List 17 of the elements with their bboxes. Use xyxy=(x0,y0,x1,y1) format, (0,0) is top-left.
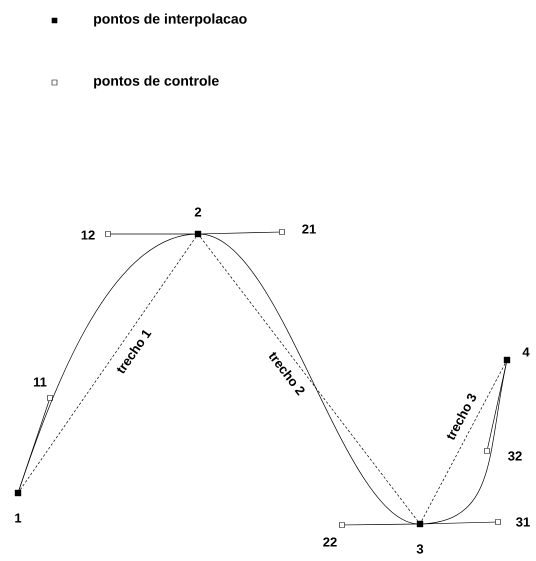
point-number: 12 xyxy=(82,230,95,240)
tangent-line xyxy=(487,362,507,449)
point-number: 2 xyxy=(194,207,202,217)
point-number: 11 xyxy=(34,378,46,386)
point-number: 1 xyxy=(15,514,22,522)
point-number: 21 xyxy=(302,224,316,234)
point-number: 3 xyxy=(416,544,424,554)
tangent-line xyxy=(422,522,496,524)
point-number: 22 xyxy=(323,537,337,547)
tangent-line xyxy=(344,524,418,526)
point-number: 4 xyxy=(522,348,530,356)
legend-text: pontos de interpolacao xyxy=(94,13,247,27)
tangent-line xyxy=(18,400,50,490)
point-number: 32 xyxy=(508,451,522,461)
point-number: 31 xyxy=(516,517,530,527)
legend-text: pontos de controle xyxy=(94,75,219,89)
tangent-line xyxy=(200,232,280,234)
